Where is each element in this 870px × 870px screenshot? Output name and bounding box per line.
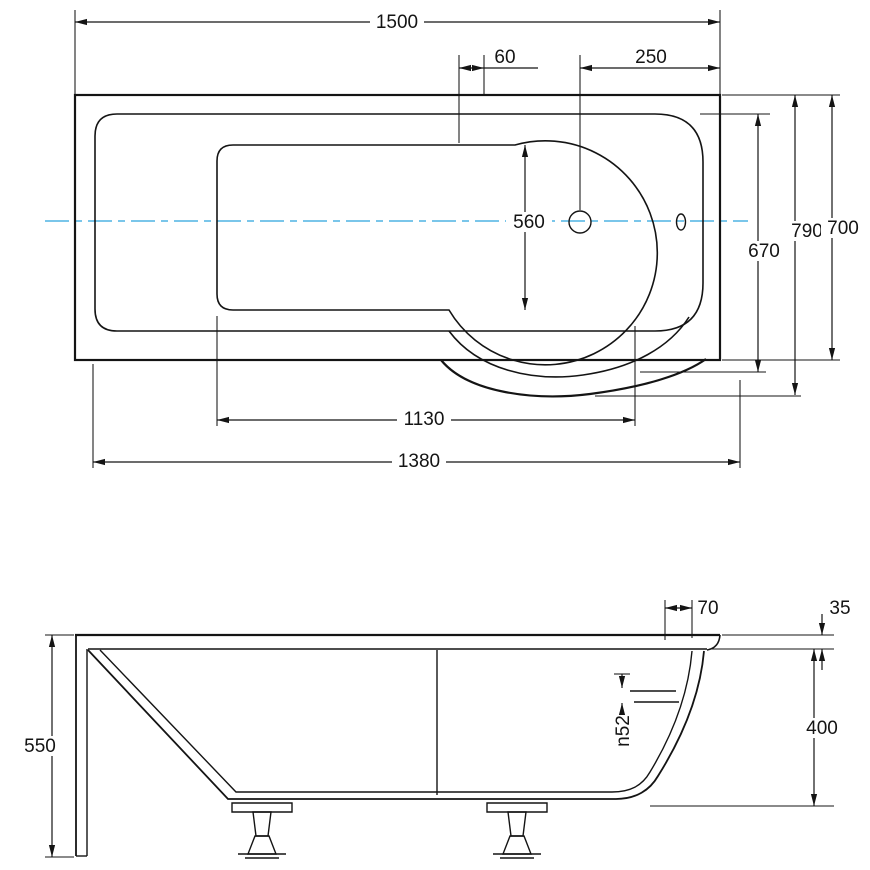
tub-basin-outline	[216, 140, 659, 366]
label-background	[370, 12, 424, 32]
label-background	[785, 221, 829, 241]
dim-label-700: 700	[827, 218, 859, 239]
overflow-hole	[675, 213, 687, 231]
dim-label-1500: 1500	[376, 12, 418, 33]
dim-label-670: 670	[748, 241, 780, 262]
dim-label-1380: 1380	[398, 451, 440, 472]
dim-label-250: 250	[635, 47, 667, 68]
label-background	[742, 241, 786, 261]
dimension-labels-side-view: 550 70 35 400 n52	[18, 598, 851, 757]
side-view: 550 70 35 400 n52	[18, 598, 851, 859]
shower-bulge-inner-curve	[448, 316, 690, 378]
foot-base	[246, 835, 278, 855]
shell-inner-profile	[99, 649, 693, 793]
dim-label-790: 790	[791, 221, 823, 242]
foot-right	[486, 802, 548, 859]
foot-ground-line	[238, 853, 286, 859]
dim-label-70: 70	[697, 598, 718, 619]
shell-outer-profile	[87, 649, 705, 800]
dim-label-60: 60	[494, 47, 515, 68]
top-view: 1500 60 250 560 670 790 700 1130 1380	[45, 10, 865, 472]
dimension-labels-top-view: 1500 60 250 560 670 790 700 1130 1380	[370, 12, 865, 472]
extension-lines-side-view	[45, 600, 834, 858]
tub-outer-rim	[73, 93, 722, 362]
dim-label-550: 550	[24, 736, 56, 757]
foot-ground-line	[493, 853, 541, 859]
drain-hole	[568, 210, 592, 234]
rim-right-edge	[706, 634, 721, 651]
label-background	[397, 409, 451, 429]
label-background	[392, 451, 446, 471]
dim-label-1130: 1130	[404, 409, 445, 430]
foot-left	[231, 802, 293, 859]
extension-lines-top-view	[74, 10, 840, 468]
dim-label-560: 560	[513, 212, 545, 233]
label-background	[800, 718, 844, 738]
foot-mount-plate	[486, 802, 548, 813]
foot-base	[501, 835, 533, 855]
foot-stem	[507, 811, 527, 837]
label-background	[18, 736, 62, 756]
tub-inner-rim	[94, 113, 704, 332]
foot-mount-plate	[231, 802, 293, 813]
dim-label-n52: n52	[613, 715, 634, 747]
dim-label-35: 35	[829, 598, 850, 619]
foot-stem	[252, 811, 272, 837]
label-background	[821, 218, 865, 238]
shower-bulge-outer-curve	[440, 358, 707, 398]
drain-section	[630, 690, 679, 703]
dim-label-400: 400	[806, 718, 838, 739]
label-background	[506, 212, 552, 232]
